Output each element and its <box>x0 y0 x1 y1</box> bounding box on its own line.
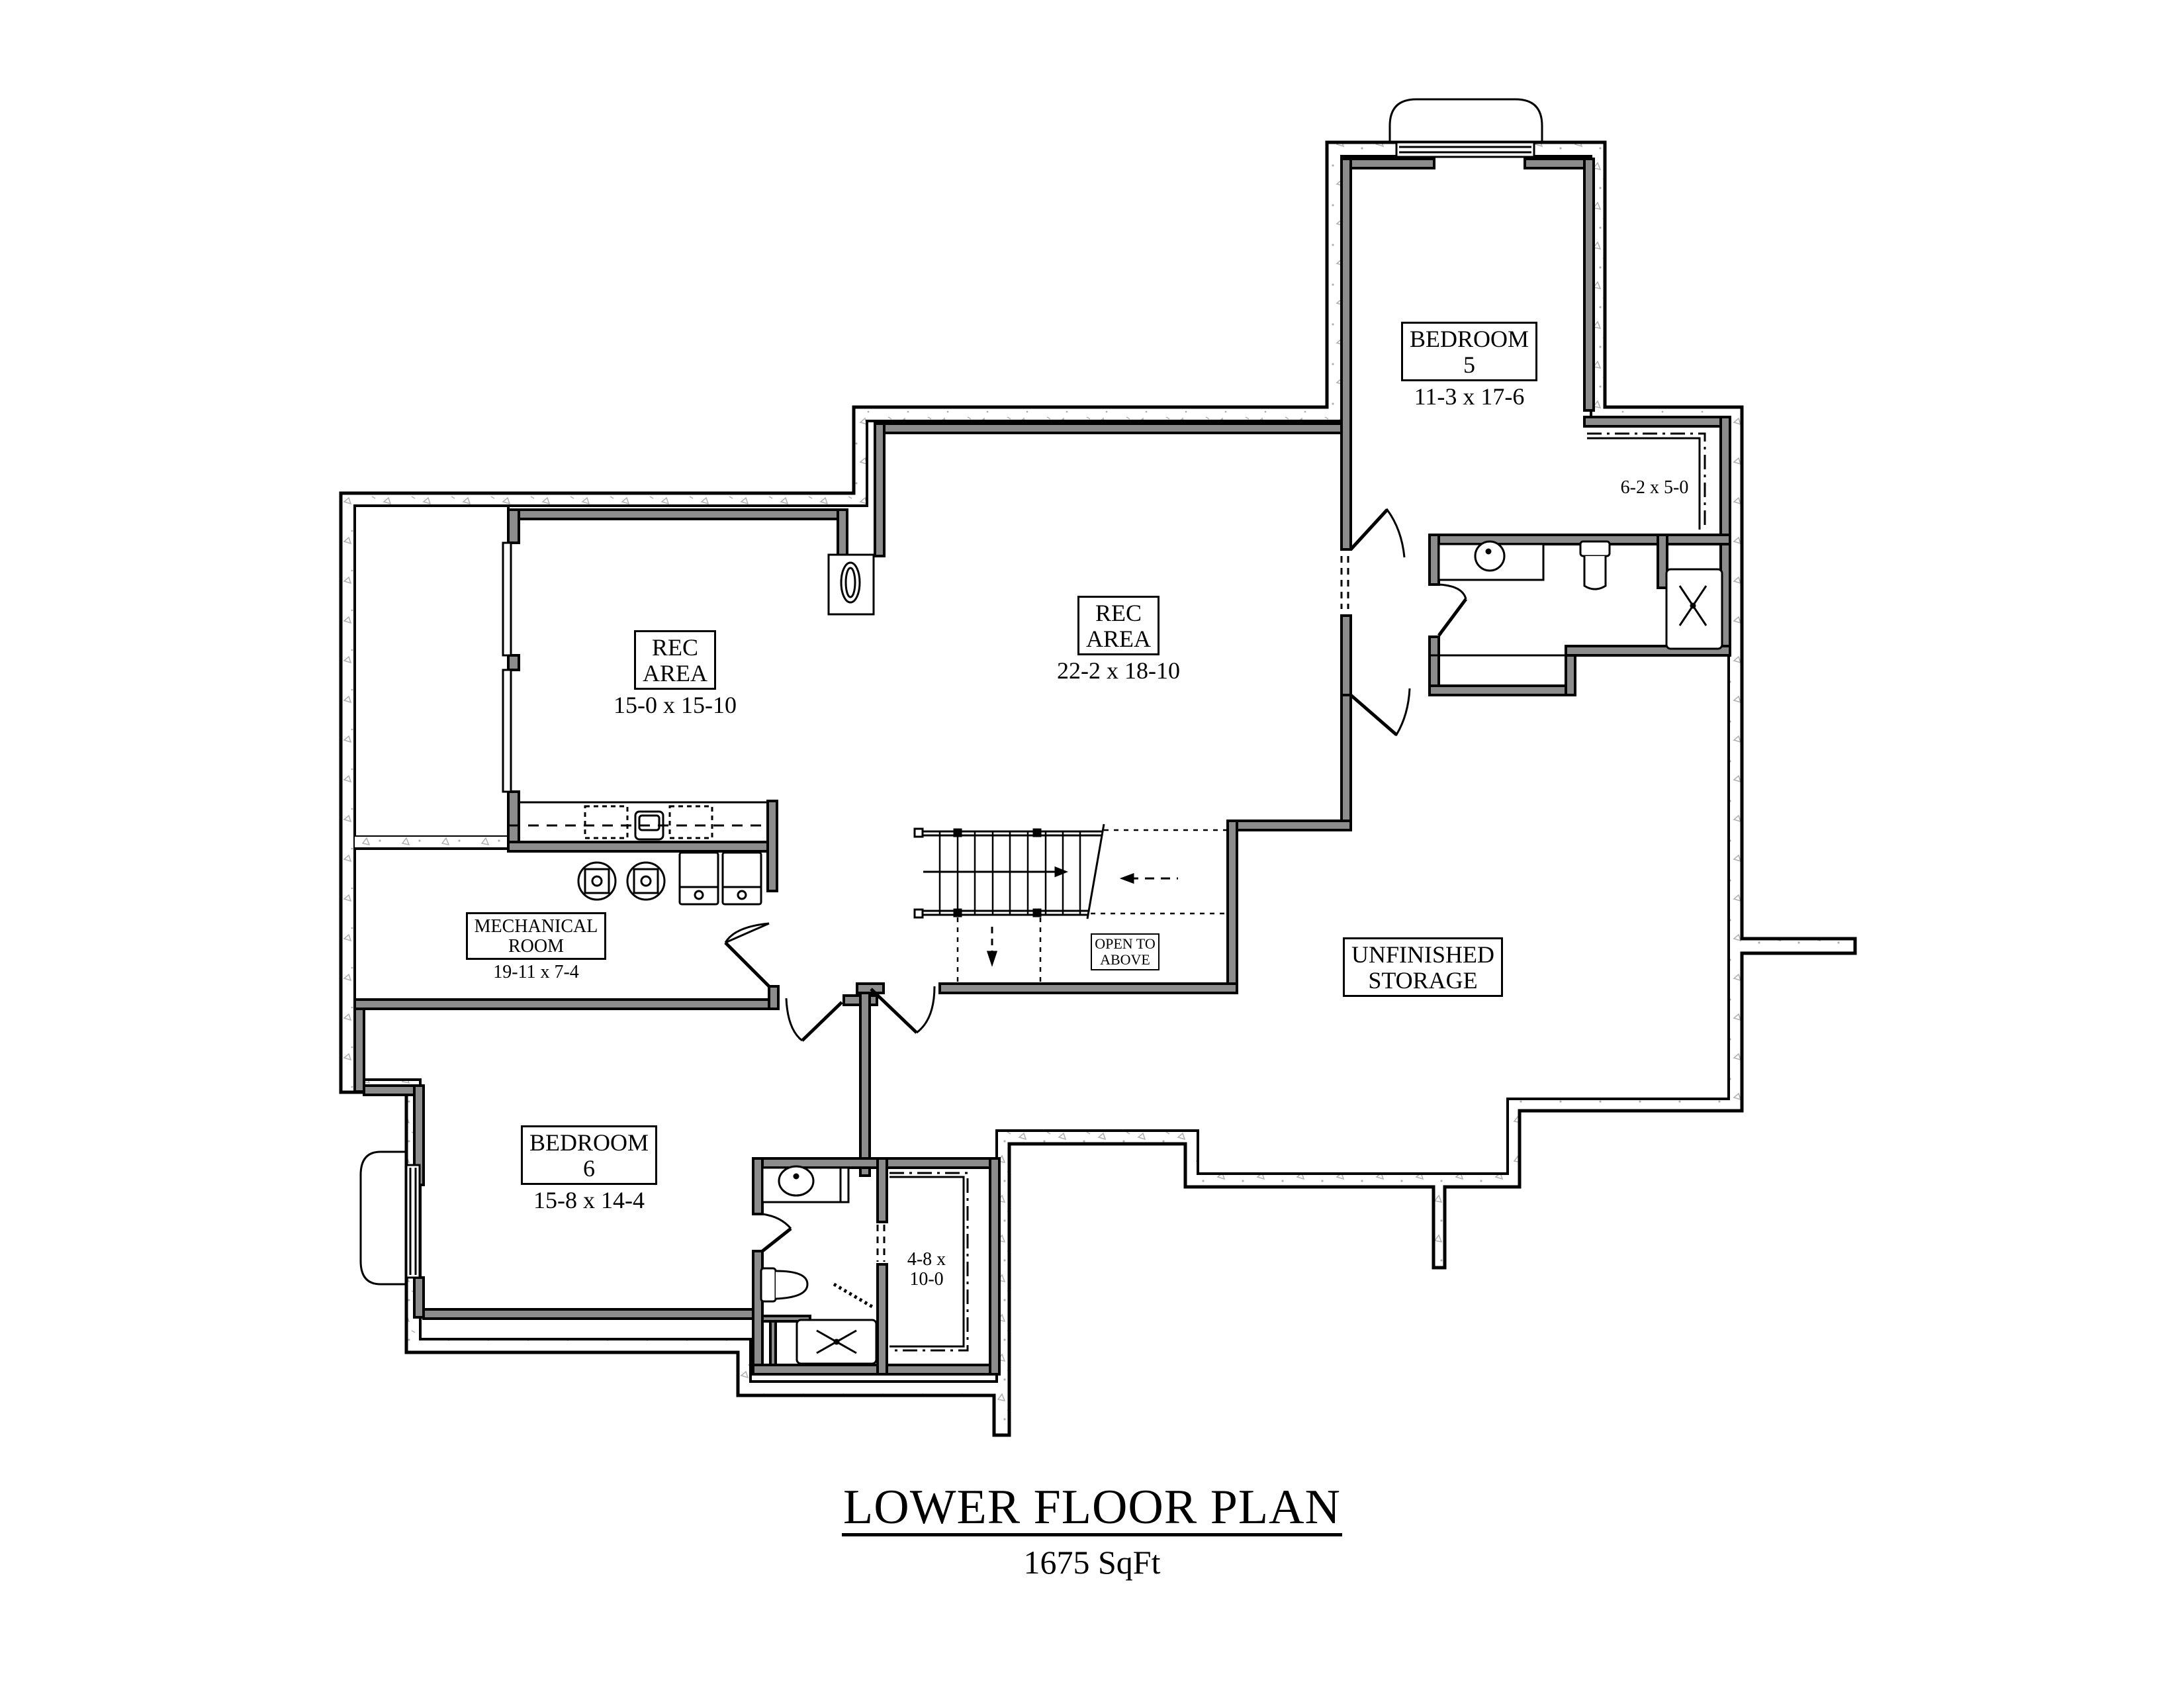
room-name-line2: AREA <box>1086 625 1151 652</box>
doors <box>724 508 1468 1262</box>
room-label-rec-area-center: REC AREA 22-2 x 18-10 <box>1019 596 1218 684</box>
interior-walls <box>353 158 1731 1376</box>
title-block: LOWER FLOOR PLAN 1675 SqFt <box>0 1483 2184 1581</box>
room-name-line2: STORAGE <box>1368 966 1478 994</box>
note-line2: ABOVE <box>1100 951 1150 968</box>
foundation-walls <box>339 140 1857 1437</box>
room-name: BEDROOM <box>1409 326 1529 352</box>
bar-counter <box>510 801 769 843</box>
plan-area: 1675 SqFt <box>1023 1544 1161 1581</box>
room-dimensions: 22-2 x 18-10 <box>1057 657 1180 684</box>
room-dimensions: 19-11 x 7-4 <box>493 962 579 983</box>
room-dimensions: 11-3 x 17-6 <box>1414 383 1525 410</box>
room-label-closet-5: 6-2 x 5-0 <box>1602 475 1707 498</box>
room-number: 6 <box>583 1154 595 1182</box>
bathroom-6-fixtures <box>760 1165 878 1365</box>
label-open-to-above: OPEN TO ABOVE <box>1085 933 1165 970</box>
room-dimensions: 15-0 x 15-10 <box>614 691 737 718</box>
room-dimensions: 15-8 x 14-4 <box>533 1186 645 1213</box>
fireplace <box>827 553 875 616</box>
room-label-bedroom-6: BEDROOM 6 15-8 x 14-4 <box>503 1125 675 1213</box>
room-label-rec-area-left: REC AREA 15-0 x 15-10 <box>582 630 768 718</box>
staircase <box>913 823 1228 984</box>
room-dimensions-line2: 10-0 <box>909 1269 944 1290</box>
room-name-line1: UNFINISHED <box>1351 941 1494 968</box>
closet-shelves <box>889 432 1706 1352</box>
room-label-closet-6: 4-8 x 10-0 <box>890 1249 963 1290</box>
room-name-line2: ROOM <box>508 936 564 957</box>
mechanical-equipment <box>577 851 762 906</box>
room-number: 5 <box>1463 351 1475 378</box>
room-name-line2: AREA <box>643 659 707 686</box>
room-name-line1: REC <box>651 634 698 661</box>
windows <box>359 98 1543 1286</box>
room-name-line1: REC <box>1095 600 1142 626</box>
room-dimensions-line1: 4-8 x <box>907 1249 946 1270</box>
room-name: BEDROOM <box>529 1129 649 1156</box>
room-label-bedroom-5: BEDROOM 5 11-3 x 17-6 <box>1377 322 1562 410</box>
plan-title: LOWER FLOOR PLAN <box>842 1483 1342 1536</box>
room-label-mechanical-room: MECHANICAL ROOM 19-11 x 7-4 <box>450 912 622 983</box>
left-slab-area <box>353 504 510 838</box>
room-label-unfinished-storage: UNFINISHED STORAGE <box>1330 937 1516 997</box>
note-line1: OPEN TO <box>1095 935 1156 952</box>
room-name-line1: MECHANICAL <box>474 916 598 937</box>
bathroom-5-fixtures <box>1430 540 1723 657</box>
room-dimensions: 6-2 x 5-0 <box>1620 477 1689 498</box>
